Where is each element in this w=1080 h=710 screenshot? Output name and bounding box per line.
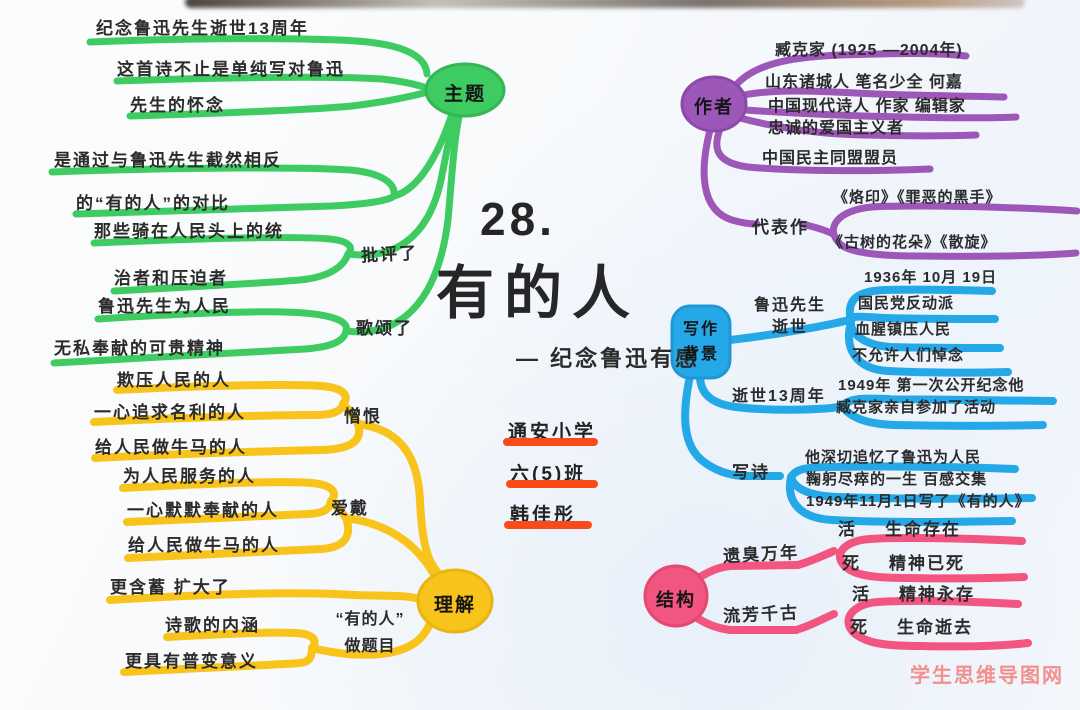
bg-anniv-line2: 臧克家亲自参加了活动: [836, 399, 997, 416]
theme-praise-line1: 鲁迅先生为人民: [98, 297, 231, 316]
bg-poem-line3: 1949年11月1日写了《有的人》: [806, 493, 1031, 510]
structure-branch-strokes: [643, 533, 1032, 651]
bg-death-label: 鲁迅先生 逝世: [753, 297, 826, 336]
und-love-line3: 给人民做牛马的人: [128, 536, 280, 555]
theme-criticize-line1: 那些骑在人民头上的统: [94, 222, 284, 241]
theme-memorial-line3: 先生的怀念: [130, 96, 225, 115]
bg-death-line4: 不允许人们悼念: [852, 347, 965, 364]
bg-death-line3: 血腥镇压人民: [855, 321, 952, 338]
theme-contrast-line1: 是通过与鲁迅先生截然相反: [54, 151, 282, 170]
page-subtitle: — 纪念鲁迅有感: [516, 346, 701, 371]
photo-top-edge: [185, 0, 1025, 8]
theme-praise-label: 歌颂了: [356, 319, 413, 338]
bg-poem-line2: 鞠躬尽瘁的一生 百感交集: [806, 471, 988, 488]
node-understanding: 理解: [433, 595, 476, 616]
struct-fame-alive: 活 精神永存: [852, 585, 975, 604]
lesson-number: 28.: [480, 193, 556, 245]
author-fact-2: 山东诸城人 笔名少全 何嘉: [765, 74, 963, 91]
class-name: 六(5)班: [510, 464, 587, 485]
bg-anniv-line1: 1949年 第一次公开纪念他: [838, 377, 1025, 394]
und-title-line1: 更含蓄 扩大了: [110, 578, 231, 597]
und-title-use-label: “有的人” 做题目: [335, 611, 405, 655]
understanding-branch-strokes: [90, 381, 494, 676]
bg-poem-line1: 他深切追忆了鲁迅为人民: [805, 449, 982, 466]
theme-criticize-line2: 治者和压迫者: [114, 269, 228, 288]
theme-branch-strokes: [48, 35, 506, 367]
bg-poem-label: 写诗: [732, 463, 770, 482]
site-watermark: 学生思维导图网: [910, 665, 1064, 687]
author-branch-strokes: [680, 50, 1080, 260]
author-fact-4: 忠诚的爱国主义者: [768, 120, 905, 137]
author-works-label: 代表作: [752, 218, 809, 237]
node-theme: 主题: [443, 84, 486, 105]
theme-criticize-label: 批评了: [360, 243, 419, 266]
struct-fame-label: 流芳千古: [722, 603, 800, 626]
page-title: 有的人: [436, 261, 641, 326]
und-hate-line3: 给人民做牛马的人: [95, 438, 247, 457]
node-structure: 结构: [656, 590, 696, 610]
node-background: 写作 背景: [682, 321, 719, 363]
background-branch-strokes: [670, 285, 1057, 526]
bg-death-line1: 1936年 10月 19日: [864, 269, 998, 286]
struct-fame-dead: 死 生命逝去: [850, 618, 973, 637]
author-fact-5: 中国民主同盟盟员: [762, 150, 899, 167]
author-fact-1: 臧克家 (1925 —2004年): [775, 42, 963, 59]
node-author: 作者: [694, 97, 734, 117]
underline-school: [503, 438, 598, 446]
struct-infamy-dead: 死 精神已死: [842, 554, 965, 573]
struct-infamy-label: 遗臭万年: [722, 543, 800, 566]
theme-memorial-line2: 这首诗不止是单纯写对鲁迅: [117, 60, 345, 79]
theme-praise-line2: 无私奉献的可贵精神: [54, 339, 225, 358]
theme-contrast-line2: 的“有的人”的对比: [76, 194, 230, 213]
und-hate-label: 憎恨: [344, 407, 382, 426]
und-hate-line2: 一心追求名利的人: [94, 403, 246, 422]
und-hate-line1: 欺压人民的人: [117, 371, 231, 390]
und-title-line3: 更具有普变意义: [125, 652, 258, 671]
und-title-line2: 诗歌的内涵: [165, 616, 260, 635]
bg-death-line2: 国民党反动派: [858, 295, 955, 312]
underline-class: [506, 480, 598, 488]
author-work-1: 《烙印》《罪恶的黑手》: [833, 189, 1002, 206]
und-love-line2: 一心默默奉献的人: [127, 501, 279, 520]
theme-memorial-line1: 纪念鲁迅先生逝世13周年: [96, 19, 309, 38]
author-work-2: 《古树的花朵》《散旋》: [828, 234, 997, 251]
author-fact-3: 中国现代诗人 作家 编辑家: [768, 98, 966, 115]
struct-infamy-alive: 活 生命存在: [838, 520, 961, 539]
und-love-label: 爱戴: [331, 499, 369, 518]
und-love-line1: 为人民服务的人: [123, 467, 256, 486]
school-name: 通安小学: [508, 422, 597, 443]
student-name: 韩佳彤: [510, 505, 577, 526]
bg-anniv-label: 逝世13周年: [732, 388, 826, 405]
underline-student: [504, 521, 592, 529]
